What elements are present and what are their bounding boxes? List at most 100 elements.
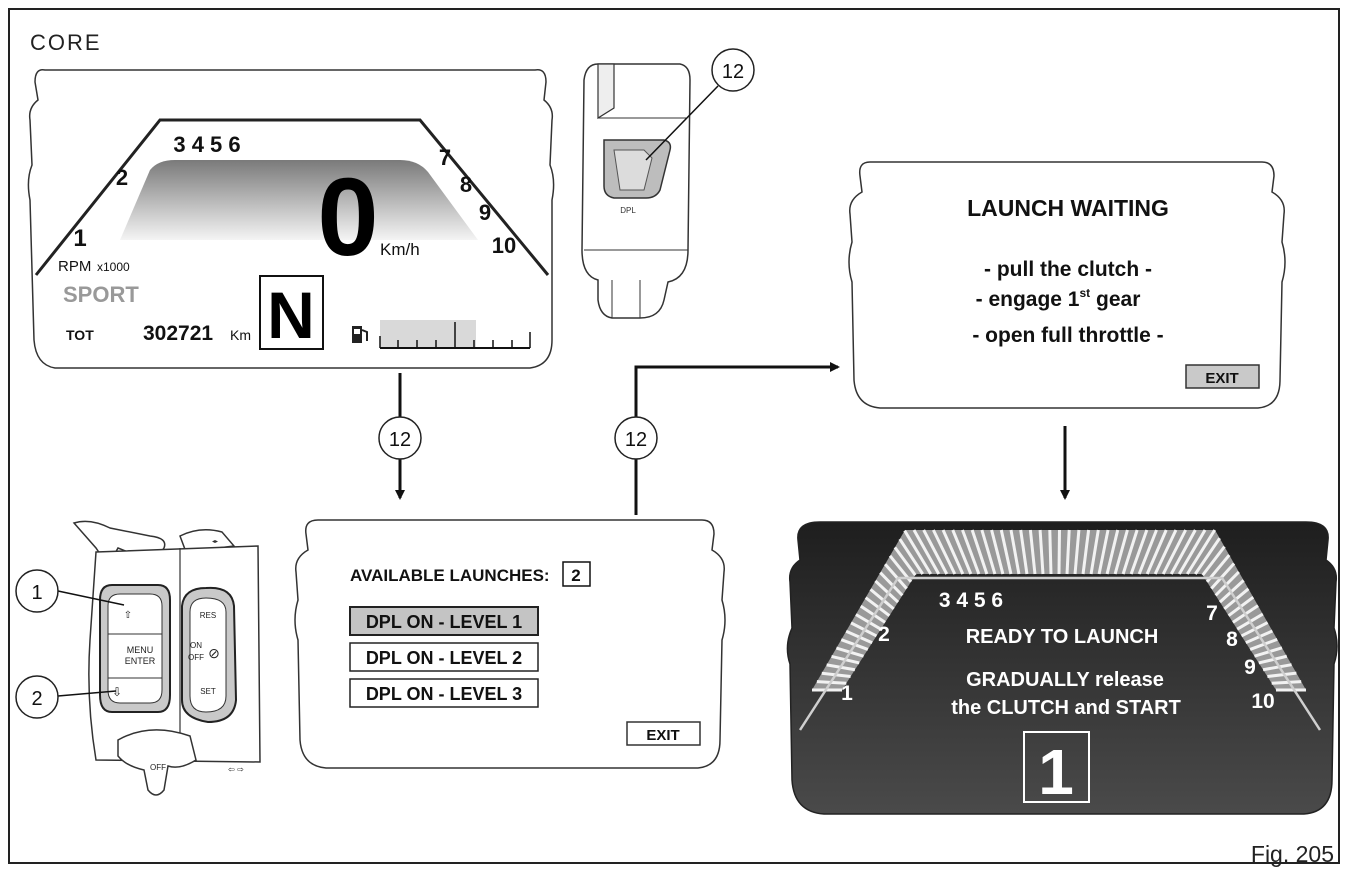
rpm-segment [1057, 529, 1062, 575]
launch-menu-title: AVAILABLE LAUNCHES: [350, 566, 550, 585]
launch-option-level-1[interactable] [349, 606, 539, 636]
rpm-segment [869, 588, 895, 611]
ready-line-2: GRADUALLY release [966, 669, 1164, 691]
rpm-segment [864, 596, 891, 617]
rpm-segment [941, 529, 965, 575]
ready-rpm-tick-7: 7 [1206, 602, 1218, 625]
launch-waiting-exit-label: EXIT [1205, 370, 1238, 387]
rpm-segment [1214, 570, 1240, 597]
off-lower-label: OFF [150, 763, 166, 772]
rpm-tick-3456: 3 4 5 6 [173, 132, 240, 157]
rpm-segment [874, 579, 900, 604]
rpm-segment [961, 529, 981, 575]
launch-menu-screen: AVAILABLE LAUNCHES: 2 DPL ON - LEVEL 1 D… [294, 519, 726, 769]
rpm-segment [903, 529, 933, 575]
turn-signal-icon: ⇦ ⇨ [228, 765, 244, 774]
figure-frame [8, 8, 1340, 864]
rpm-tick-9: 9 [479, 200, 491, 225]
rpm-unit: RPM [58, 258, 91, 275]
rpm-segment [1121, 529, 1139, 575]
callout-12-left-text: 12 [389, 429, 411, 451]
rpm-segment [932, 529, 957, 575]
rpm-arc [34, 118, 550, 276]
down-arrow-icon[interactable]: ⇩ [112, 685, 122, 699]
odometer-value: 302721 [143, 322, 213, 345]
rpm-segment [1097, 529, 1110, 575]
figure-label: Fig. 205 [1251, 841, 1334, 867]
rpm-tick-10: 10 [492, 233, 516, 258]
ready-rpm-tick-8: 8 [1226, 628, 1238, 651]
rpm-segment [1258, 654, 1288, 665]
rpm-segment [898, 538, 924, 575]
gear-box [259, 275, 324, 350]
rpm-tick-2: 2 [116, 165, 128, 190]
callout-12-right [614, 416, 658, 460]
ready-gear-indicator: 1 [1038, 736, 1074, 808]
launch-step-clutch: - pull the clutch - [984, 258, 1152, 281]
rpm-segment [1129, 529, 1149, 575]
launch-option-level-2-label: DPL ON - LEVEL 2 [366, 648, 522, 668]
rpm-segment [1019, 529, 1029, 575]
launch-option-level-2[interactable] [349, 642, 539, 672]
rpm-segment [1271, 680, 1302, 685]
launch-option-level-1-label: DPL ON - LEVEL 1 [366, 612, 522, 632]
up-arrow-icon[interactable]: ⇧ [124, 610, 132, 621]
rpm-segment [1048, 529, 1053, 575]
rpm-segment [912, 529, 941, 575]
rpm-segment [951, 529, 973, 575]
rpm-segment [859, 604, 886, 624]
ready-line-1: READY TO LAUNCH [966, 626, 1159, 648]
callout-1-leader [57, 590, 125, 606]
rpm-segment [1267, 671, 1297, 678]
on-label: ON [190, 641, 202, 650]
launch-menu-exit-label: EXIT [646, 727, 679, 744]
rpm-segment [1009, 529, 1021, 575]
rpm-segment [999, 529, 1013, 575]
cruise-icon: ⊘ [208, 645, 220, 661]
riding-mode: SPORT [63, 282, 139, 307]
rpm-segment [980, 529, 997, 575]
menu-label: MENU [127, 645, 154, 655]
rpm-segment [1194, 537, 1221, 575]
speed-unit: Km/h [380, 240, 420, 259]
launch-option-level-3[interactable] [349, 678, 539, 708]
launch-step-gear: - engage 1st gear [976, 286, 1141, 311]
rpm-segment [1177, 529, 1207, 575]
rpm-segment [1185, 529, 1217, 575]
res-label: RES [200, 611, 216, 620]
ready-rpm-tick-10: 10 [1251, 690, 1274, 713]
callout-12-right-text: 12 [625, 429, 647, 451]
launch-count-box [562, 561, 591, 587]
ready-line-3: the CLUTCH and START [951, 697, 1181, 719]
rpm-segment [1262, 663, 1292, 672]
callout-12-leader [645, 85, 719, 161]
arrow-to-launch-waiting [634, 362, 840, 418]
rpm-segment [1153, 529, 1178, 575]
handlebar-switchgear: ◂▸ ⇧ MENU ENTER ⇩ RES ON OFF ⊘ SET OFF ⇦… [72, 520, 261, 796]
rpm-segment [1081, 529, 1091, 575]
callout-2 [15, 675, 59, 719]
ready-gear-box [1023, 731, 1090, 803]
callout-1 [15, 569, 59, 613]
launch-waiting-exit-button[interactable] [1185, 364, 1260, 389]
lever-bottom [117, 729, 197, 796]
rpm-tick-8: 8 [460, 172, 472, 197]
rpm-tick-1: 1 [73, 225, 86, 252]
launch-step-throttle: - open full throttle - [972, 324, 1163, 347]
rpm-segment [1065, 529, 1071, 575]
ready-to-launch-dashboard: 1 2 3 4 5 6 7 8 9 10 READY TO LAUNCH GRA… [786, 521, 1338, 815]
launch-count: 2 [571, 566, 580, 585]
callout-12-dpl-text: 12 [722, 61, 744, 83]
rpm-segment [1073, 529, 1081, 575]
launch-waiting-title: LAUNCH WAITING [967, 195, 1169, 221]
launch-option-level-3-label: DPL ON - LEVEL 3 [366, 684, 522, 704]
launch-menu-exit-button[interactable] [626, 721, 701, 746]
top-icon-label: ◂▸ [212, 539, 218, 545]
rpm-segment [893, 546, 917, 576]
odometer-unit: Km [230, 327, 251, 343]
enter-label: ENTER [125, 656, 156, 666]
ready-rpm-arc [798, 576, 1322, 731]
rpm-segment [879, 571, 904, 597]
off-label: OFF [188, 653, 204, 662]
